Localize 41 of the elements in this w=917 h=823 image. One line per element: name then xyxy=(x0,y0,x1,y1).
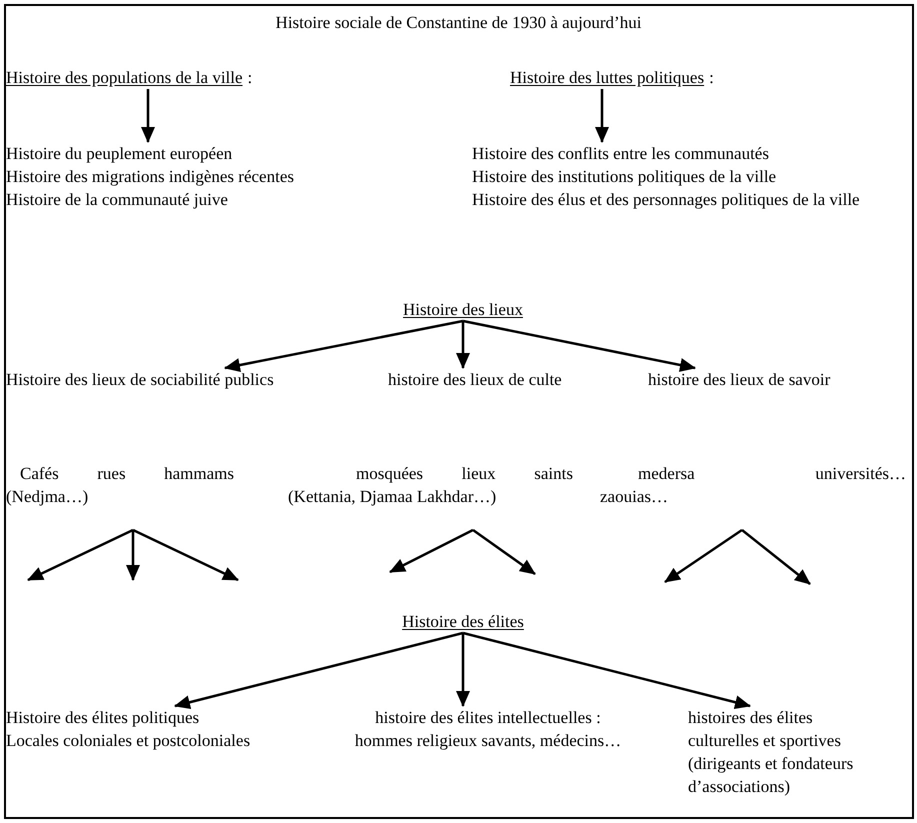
node-text: Histoire des institutions politiques de la ville xyxy=(472,166,778,188)
arrow xyxy=(126,530,140,581)
node-text: Histoire des migrations indigènes récentes xyxy=(6,166,295,188)
arrow xyxy=(664,528,743,584)
node-text: Histoire des populations de la ville xyxy=(6,67,243,89)
node-text: histoire des lieux de savoir xyxy=(648,369,832,391)
arrow xyxy=(456,321,470,369)
node-text: histoires des élites culturelles et sportives (dirigeants et fondateurs d’associations) xyxy=(688,707,854,798)
node-text: Histoire des lieux xyxy=(402,299,524,321)
node-text: Histoire des élites xyxy=(401,611,525,633)
node-text: (Nedjma…) xyxy=(6,486,90,508)
node-text: Cafés rues hammams xyxy=(19,463,234,485)
arrow xyxy=(462,632,751,710)
node-text: Histoire du peuplement européen xyxy=(6,143,234,165)
node-text: Locales coloniales et postcoloniales xyxy=(6,730,252,752)
arrow xyxy=(741,529,811,585)
node-text: Histoire des lieux de sociabilité publics xyxy=(6,369,275,391)
node-text: medersa universités… xyxy=(637,463,906,485)
arrow xyxy=(389,528,474,574)
node-text: histoire des lieux de culte xyxy=(388,369,563,391)
diagram-title: Histoire sociale de Constantine de 1930 à aujourd’hui xyxy=(274,12,642,34)
node-text: : xyxy=(709,67,714,89)
node-text: Histoire des élus et des personnages politiques de la ville xyxy=(472,189,860,211)
arrow xyxy=(595,89,609,143)
arrow xyxy=(27,528,134,582)
arrow xyxy=(174,632,464,710)
arrow xyxy=(472,528,536,576)
arrow xyxy=(456,633,470,707)
node-text: Histoire de la communauté juive xyxy=(6,189,229,211)
node-text: (Kettania, Djamaa Lakhdar…) xyxy=(288,486,498,508)
node-text: histoire des élites intellectuelles : hommes religieux savants, médecins… xyxy=(354,707,622,752)
arrow xyxy=(141,89,155,143)
node-text: zaouias… xyxy=(600,486,669,508)
arrow xyxy=(462,320,696,372)
node-text: Histoire des élites politiques xyxy=(6,707,200,729)
arrow xyxy=(132,528,239,582)
node-text: Histoire des conflits entre les communautés xyxy=(472,143,770,165)
arrow xyxy=(224,320,464,372)
node-text: : xyxy=(248,67,252,89)
node-text: Histoire des luttes politiques xyxy=(510,67,704,89)
node-text: mosquées lieux saints xyxy=(355,463,573,485)
